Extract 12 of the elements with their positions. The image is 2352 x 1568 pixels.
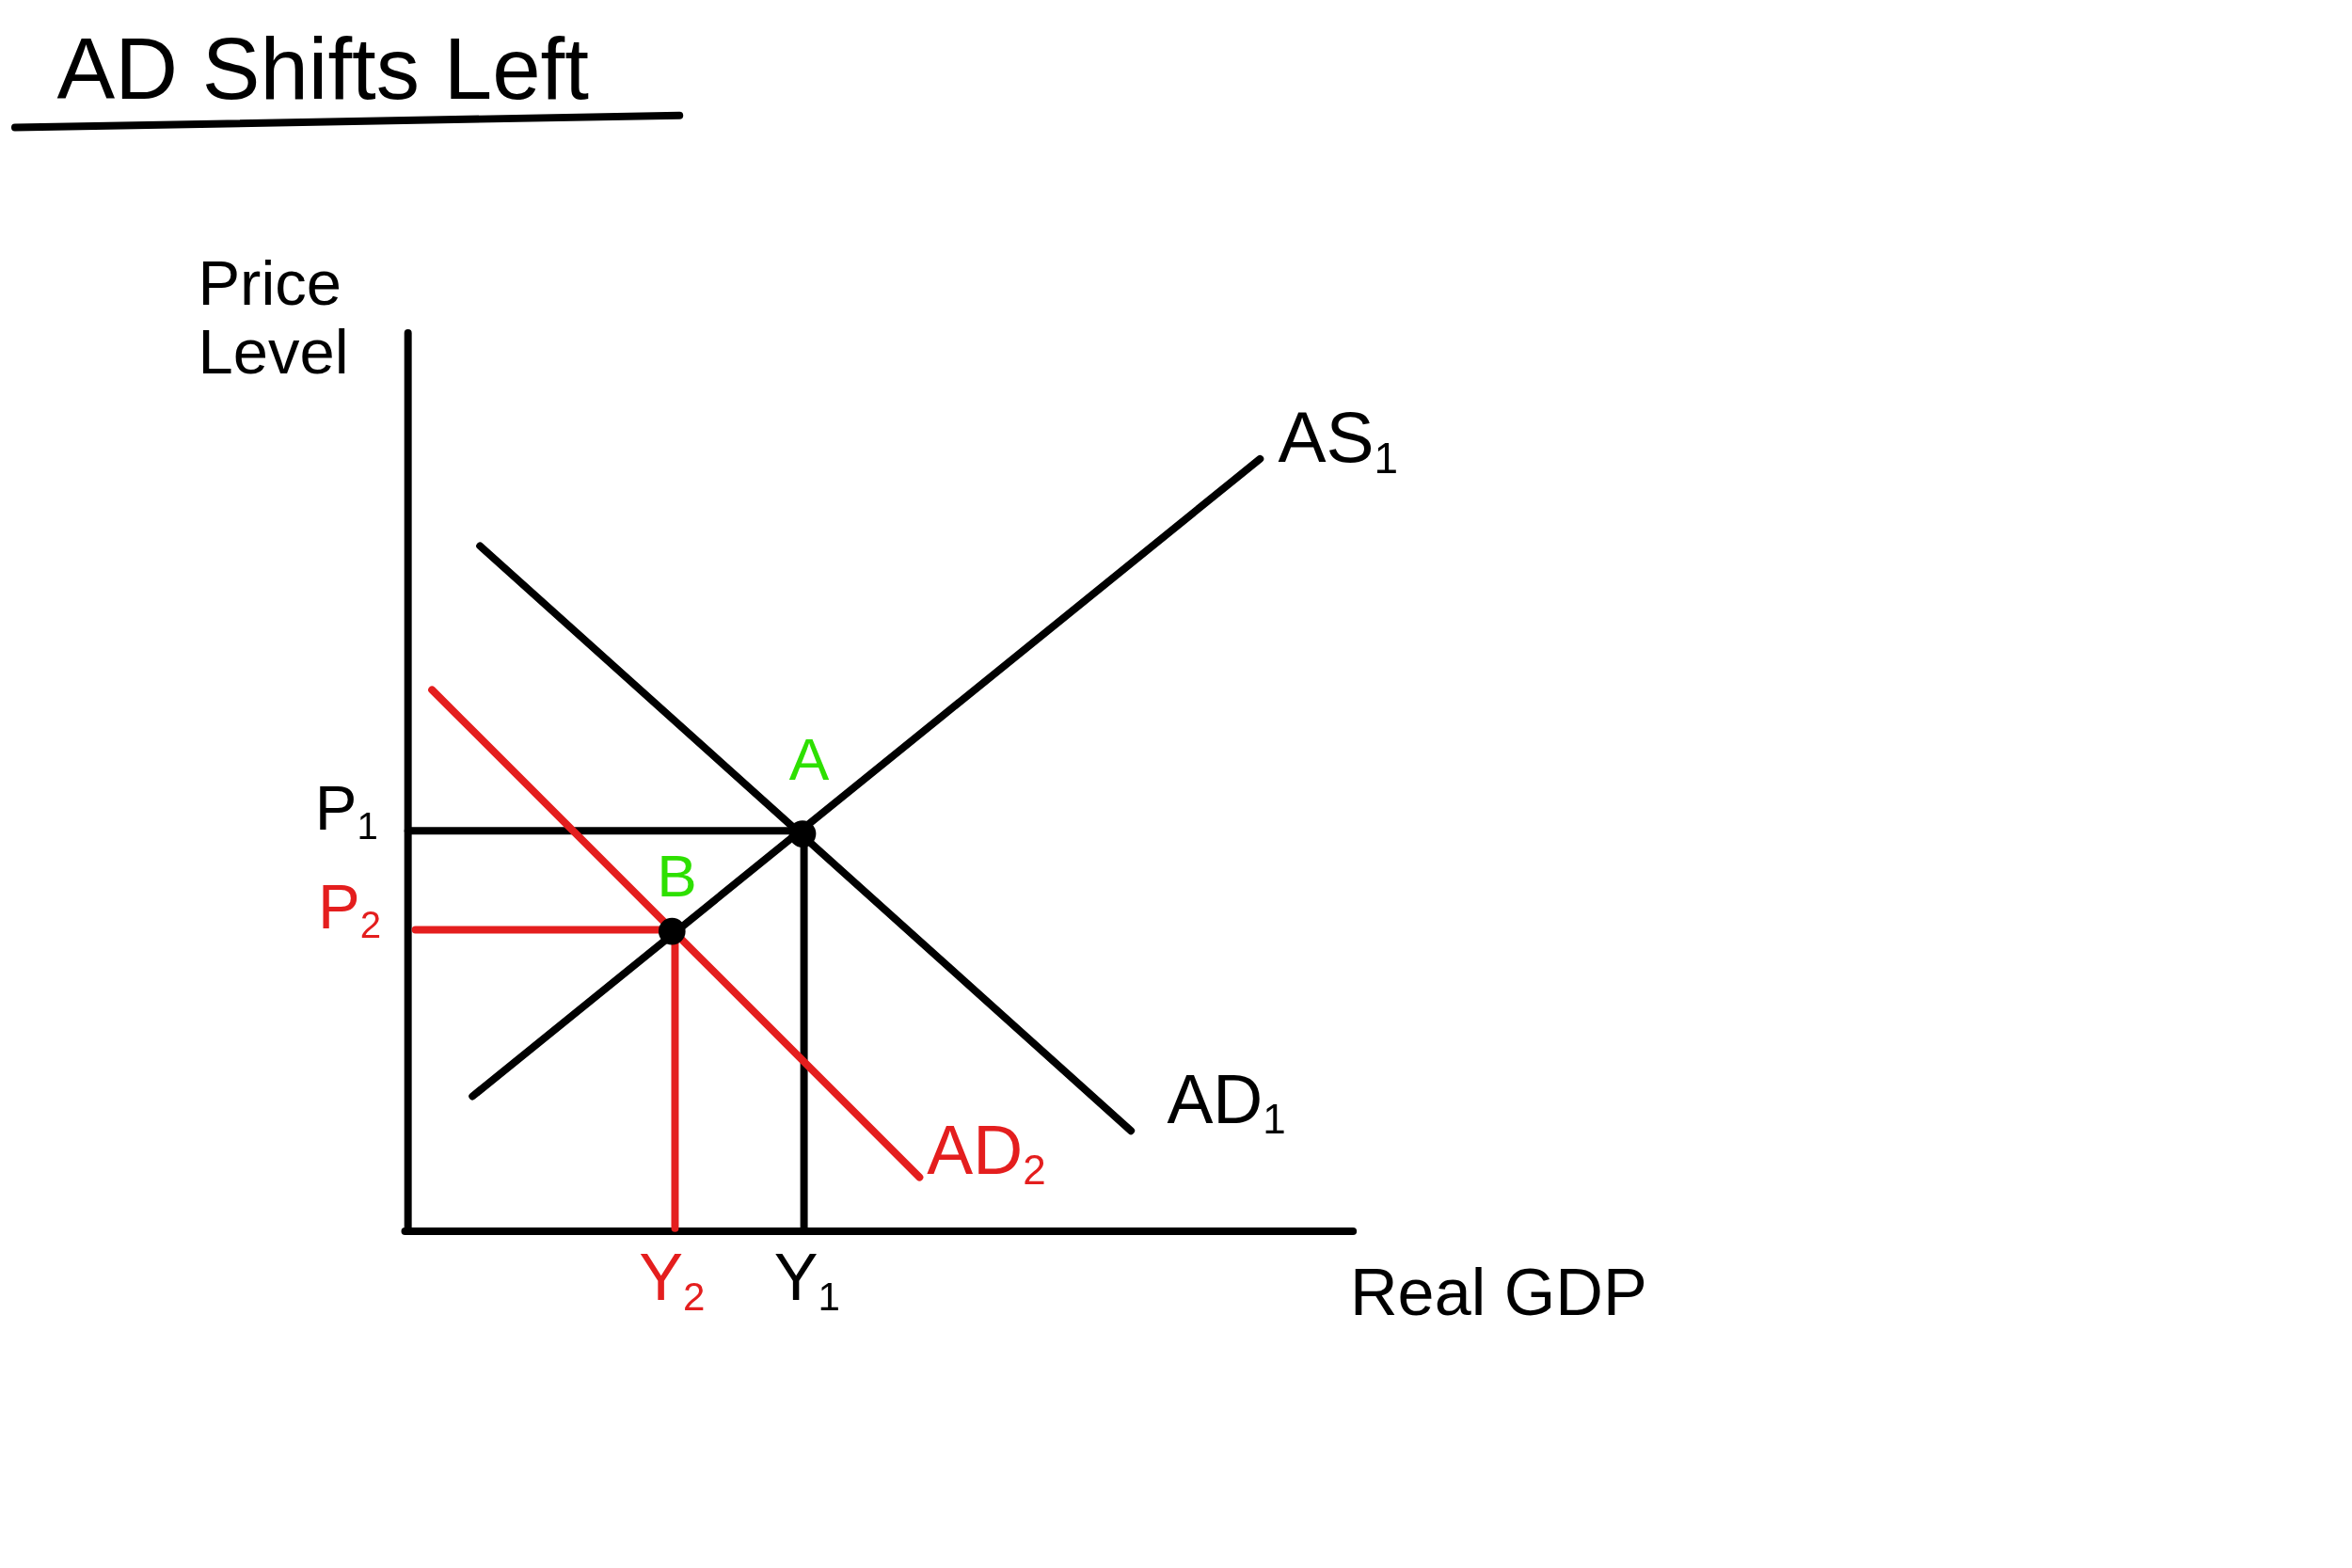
curve-label: AS$_{1}$: [1278, 399, 1399, 483]
output-label: Y$_{1}$: [773, 1242, 840, 1320]
chart-title: AD Shifts Left: [56, 21, 589, 118]
output-label: Y$_{2}$: [639, 1242, 706, 1320]
price-label: P$_{1}$: [314, 773, 378, 847]
axis-label: Price Level: [198, 248, 348, 388]
axis-label: Real GDP: [1349, 1257, 1647, 1330]
price-label: P$_{2}$: [318, 872, 381, 947]
point-label: A: [788, 725, 830, 792]
curve-label: AD$_{1}$: [1167, 1061, 1286, 1144]
curve-label: AD$_{2}$: [927, 1113, 1046, 1195]
point-label: B: [657, 843, 697, 910]
